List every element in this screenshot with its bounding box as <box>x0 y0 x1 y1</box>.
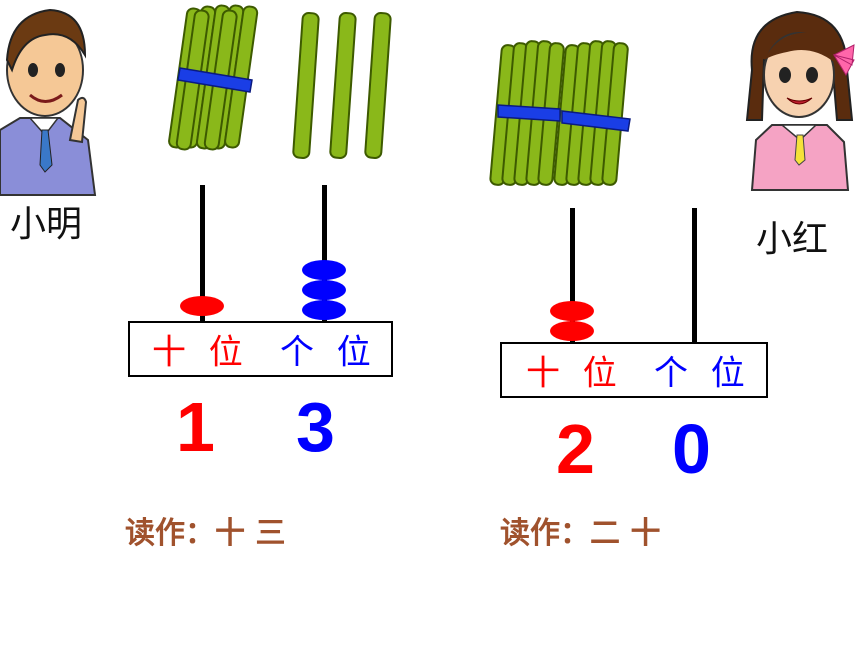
abacus-bead <box>302 280 346 300</box>
abacus-bead <box>180 296 224 316</box>
stick-bundles <box>489 40 631 186</box>
place-value-board: 十 位 个 位 <box>128 321 393 377</box>
ones-rod <box>692 208 697 344</box>
ones-digit: 0 <box>672 410 711 488</box>
tens-rod <box>570 208 575 344</box>
tens-rod <box>200 185 205 323</box>
boy-illustration <box>0 8 97 196</box>
ones-rod <box>322 185 327 323</box>
reading-text: 读作：二 十 <box>500 516 661 551</box>
ones-label: 个 位 <box>654 353 751 394</box>
single-sticks <box>292 12 392 159</box>
reading-text: 读作：十 三 <box>125 516 286 551</box>
abacus-bead <box>550 321 594 341</box>
ones-digit: 3 <box>296 388 335 466</box>
tens-digit: 2 <box>556 410 595 488</box>
tens-digit: 1 <box>176 388 215 466</box>
girl-illustration <box>745 10 855 191</box>
character-name-xiaoming: 小明 <box>10 204 83 245</box>
tens-label: 十 位 <box>152 332 249 373</box>
character-name-xiaohong: 小红 <box>756 219 829 260</box>
ones-label: 个 位 <box>280 332 377 373</box>
abacus-bead <box>302 300 346 320</box>
abacus-bead <box>550 301 594 321</box>
place-value-board: 十 位 个 位 <box>500 342 768 398</box>
abacus-bead <box>302 260 346 280</box>
tens-label: 十 位 <box>526 353 623 394</box>
stick-bundle <box>168 4 259 151</box>
